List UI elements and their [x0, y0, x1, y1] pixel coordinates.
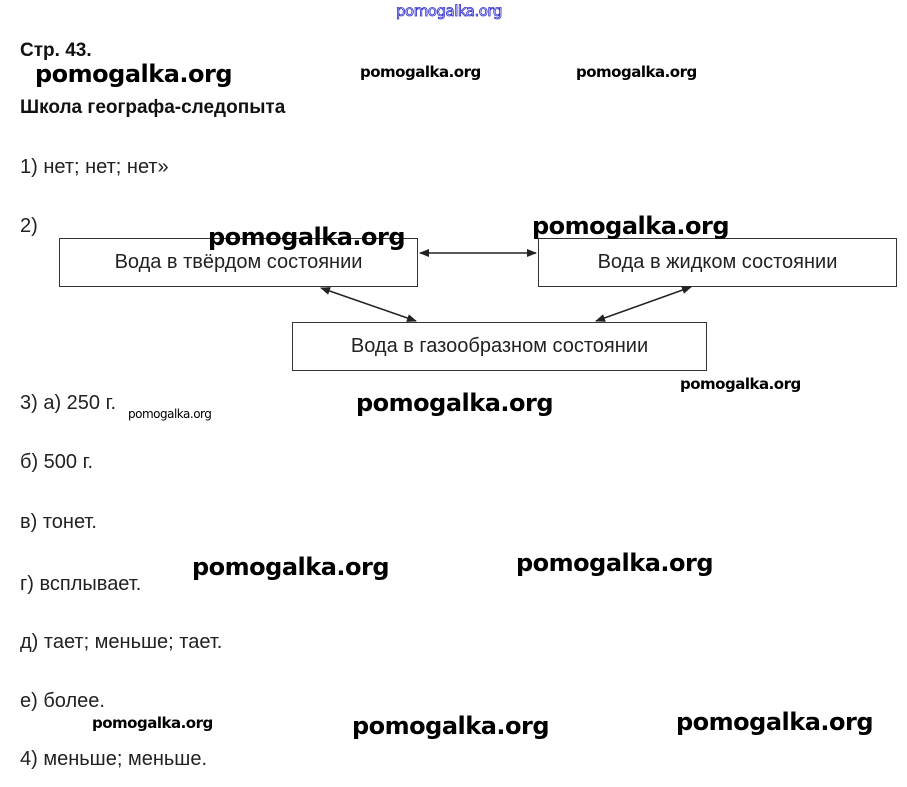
answer-3c: в) тонет. [20, 511, 97, 533]
watermark: pomogalka.org [92, 714, 213, 732]
watermark: pomogalka.org [676, 708, 874, 736]
watermark: pomogalka.org [192, 553, 390, 581]
arrow-solid-gas [320, 287, 417, 322]
box-liquid: Вода в жидком состоянии [538, 238, 897, 287]
box-liquid-label: Вода в жидком состоянии [597, 251, 838, 273]
answer-4: 4) меньше; меньше. [20, 748, 208, 770]
watermark: pomogalka.org [356, 389, 554, 417]
answer-1: 1) нет; нет; нет» [20, 156, 169, 178]
watermark: pomogalka.org [352, 712, 550, 740]
answer-3a: 3) а) 250 г. [20, 392, 117, 414]
arrow-liquid-gas [595, 286, 692, 322]
box-gas: Вода в газообразном состоянии [292, 322, 707, 371]
answer-3f: е) более. [20, 690, 105, 712]
watermark: pomogalka.org [396, 2, 503, 21]
watermark: pomogalka.org [35, 60, 233, 88]
watermark: pomogalka.org [576, 63, 697, 81]
watermark: pomogalka.org [128, 407, 212, 421]
box-gas-label: Вода в газообразном состоянии [350, 335, 649, 357]
box-solid-label: Вода в твёрдом состоянии [114, 251, 363, 273]
answer-2-label: 2) [20, 215, 38, 237]
answer-3d: г) всплывает. [20, 573, 142, 595]
answer-3b: б) 500 г. [20, 451, 94, 473]
watermark: pomogalka.org [532, 212, 730, 240]
watermark: pomogalka.org [516, 549, 714, 577]
answer-3e: д) тает; меньше; тает. [20, 631, 223, 653]
watermark: pomogalka.org [360, 63, 481, 81]
box-solid: Вода в твёрдом состоянии [59, 238, 418, 287]
section-title: Школа географа-следопыта [20, 97, 286, 118]
watermark: pomogalka.org [680, 375, 801, 393]
watermark: pomogalka.org [208, 223, 406, 251]
page-number: Стр. 43. [20, 40, 92, 61]
